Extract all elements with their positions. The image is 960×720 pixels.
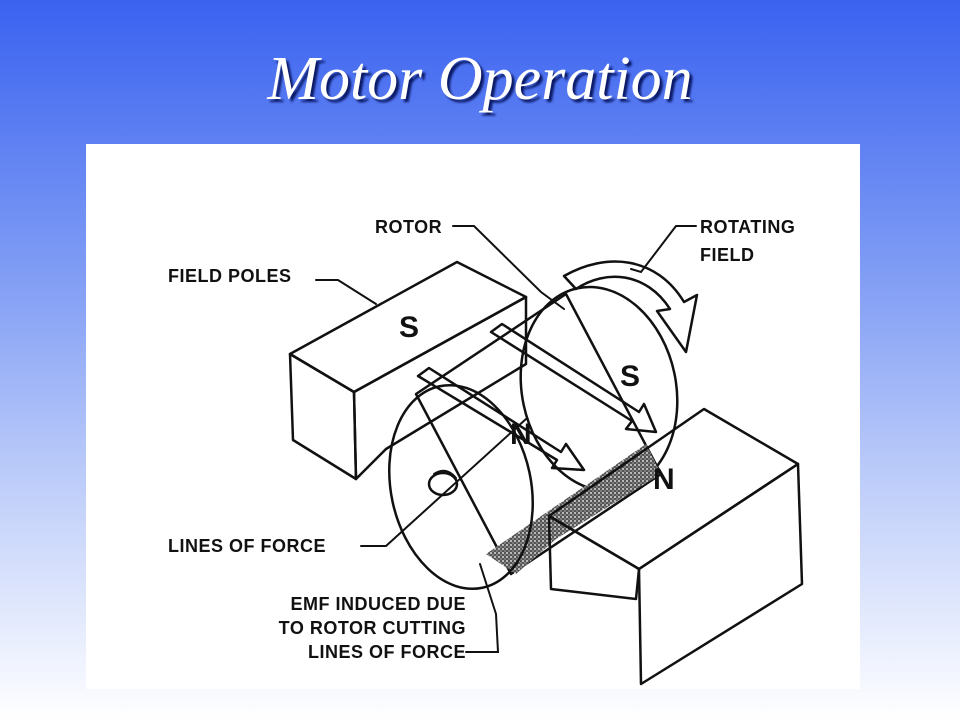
field-pole-south-front	[288, 352, 358, 481]
pole-letter-rotor-front: N	[510, 418, 532, 451]
motor-diagram: S S N N ROTOR ROTATING FIELD FIELD POLES…	[86, 144, 860, 689]
rotor-shade	[486, 444, 661, 574]
leader-rotating-field	[630, 225, 697, 274]
force-arrow-lower	[416, 366, 586, 472]
leader-rotor	[452, 225, 565, 310]
leader-field-poles	[315, 279, 377, 305]
field-pole-north	[547, 407, 804, 686]
label-lines-of-force: LINES OF FORCE	[168, 536, 326, 556]
motor-diagram-svg: S S N N ROTOR ROTATING FIELD FIELD POLES…	[168, 217, 804, 686]
rotor	[388, 285, 679, 591]
pole-letter-stator-left: S	[399, 311, 419, 344]
label-emf-1: EMF INDUCED DUE	[290, 594, 466, 614]
label-field-poles: FIELD POLES	[168, 266, 292, 286]
force-arrow-upper	[489, 322, 658, 434]
label-rotating-field-2: FIELD	[700, 245, 755, 265]
pole-letter-rotor-top: S	[620, 360, 640, 393]
leader-lines-of-force	[360, 418, 527, 547]
rotor-shaft	[427, 471, 459, 497]
label-rotating-field-1: ROTATING	[700, 217, 795, 237]
field-pole-north-inner	[547, 514, 641, 601]
pole-letter-stator-right: N	[653, 463, 675, 496]
rotor-shaft-hole	[433, 469, 457, 479]
label-emf-3: LINES OF FORCE	[308, 642, 466, 662]
label-emf-2: TO ROTOR CUTTING	[279, 618, 466, 638]
lines-of-force-arrows	[416, 322, 658, 472]
field-pole-south	[288, 260, 528, 481]
slide-title: Motor Operation	[267, 45, 693, 113]
field-pole-north-front	[637, 462, 804, 686]
rotating-field-arrow	[562, 260, 699, 354]
leader-emf	[465, 563, 500, 653]
label-rotor: ROTOR	[375, 217, 442, 237]
field-pole-south-side	[352, 295, 528, 481]
rotor-front-end	[388, 383, 534, 591]
